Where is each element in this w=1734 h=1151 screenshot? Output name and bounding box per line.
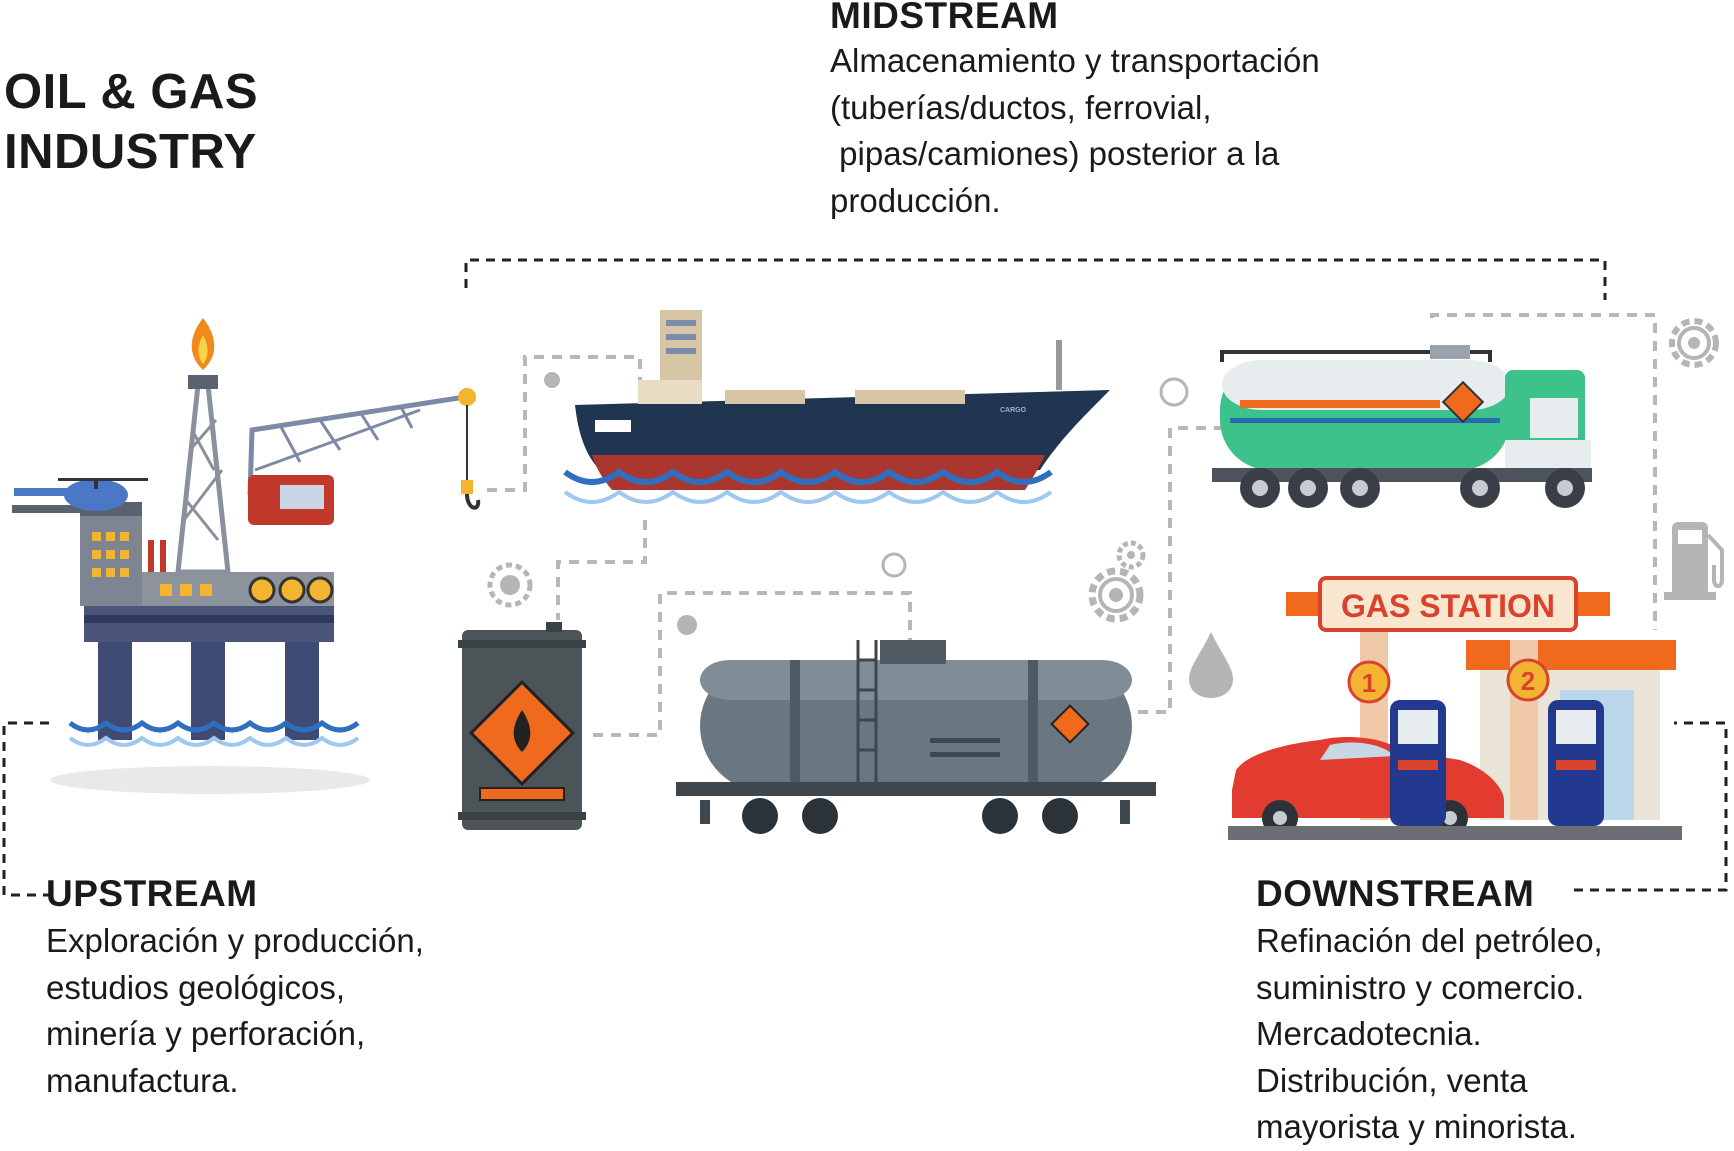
downstream-line: Mercadotecnia. (1256, 1015, 1482, 1052)
title-line-1: OIL & GAS (4, 65, 259, 119)
ship-cargo-label: CARGO (1000, 407, 1027, 414)
upstream-connector (2, 721, 56, 897)
upstream-description: Exploración y producción, estudios geoló… (46, 918, 424, 1104)
gear-icon (1088, 567, 1144, 623)
cargo-ship-illustration: CARGO (563, 310, 1110, 504)
decor-dots (544, 372, 1189, 635)
upstream-heading: UPSTREAM (46, 873, 258, 914)
downstream-line: mayorista y minorista. (1256, 1108, 1577, 1145)
midstream-line: (tuberías/ductos, ferrovial, (830, 88, 1212, 126)
midstream-description: Almacenamiento y transportación (tubería… (830, 38, 1320, 224)
tanker-truck-illustration (1212, 345, 1592, 508)
page-title: OIL & GAS INDUSTRY (4, 62, 258, 182)
upstream-line: Exploración y producción, (46, 922, 424, 959)
downstream-description: Refinación del petróleo, suministro y co… (1256, 918, 1603, 1151)
downstream-line: Refinación del petróleo, (1256, 922, 1603, 959)
downstream-line: suministro y comercio. (1256, 968, 1585, 1006)
upstream-line: minería y perforación, (46, 1015, 366, 1052)
midstream-line: Almacenamiento y transportación (830, 42, 1320, 79)
oil-rig-illustration (12, 318, 481, 794)
downstream-line: Distribución, venta (1256, 1061, 1528, 1099)
connector-lines (2, 258, 1728, 897)
midstream-line: producción. (830, 181, 1001, 219)
flow-lines (487, 313, 1657, 737)
midstream-connector (464, 258, 1607, 300)
upstream-line: manufactura. (46, 1061, 239, 1099)
pump-number-2: 2 (1521, 666, 1535, 696)
gas-station-illustration: GAS STATION 1 2 (1228, 576, 1682, 840)
fuel-pump-2 (1548, 700, 1604, 826)
pump-number-1: 1 (1362, 668, 1376, 698)
hazard-icon (1050, 704, 1090, 744)
helicopter-icon (14, 478, 148, 511)
rail-tank-car-illustration (676, 640, 1156, 834)
gear-icon (1669, 318, 1719, 368)
gas-station-sign: GAS STATION (1341, 588, 1555, 624)
fuel-pump-icon (1664, 522, 1724, 600)
oil-drop-icon (1189, 632, 1233, 698)
hazard-icon (1441, 380, 1485, 424)
fuel-pump-1 (1390, 700, 1446, 826)
midstream-line: pipas/camiones) posterior a la (830, 135, 1280, 172)
oil-barrel-illustration (458, 622, 586, 830)
title-line-2: INDUSTRY (4, 125, 257, 179)
downstream-heading: DOWNSTREAM (1256, 873, 1535, 914)
midstream-heading: MIDSTREAM (830, 0, 1059, 36)
upstream-line: estudios geológicos, (46, 968, 346, 1006)
gear-icon (1116, 540, 1146, 570)
molecule-icon (487, 562, 533, 608)
downstream-connector (1574, 721, 1728, 892)
